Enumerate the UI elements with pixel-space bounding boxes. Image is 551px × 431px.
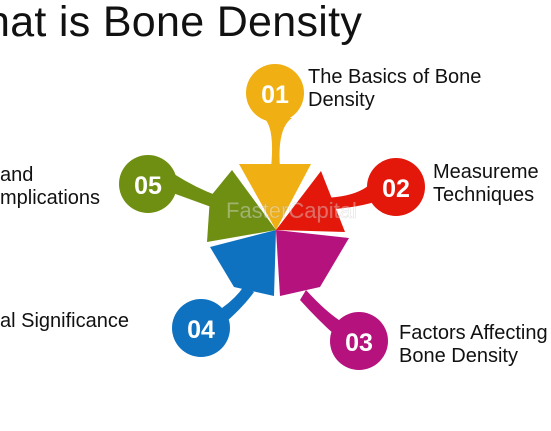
- circle-04: [172, 299, 230, 357]
- number-02: 02: [382, 175, 410, 203]
- page-title: hat is Bone Density: [0, 0, 363, 46]
- sector-02: [276, 171, 345, 232]
- item-04-badge: 04: [172, 299, 230, 357]
- label-04-line1: al Significance: [0, 310, 129, 332]
- label-05: and mplications: [0, 164, 100, 210]
- label-01-line2: Density: [308, 89, 375, 111]
- label-03: Factors Affecting Bone Density: [399, 322, 548, 368]
- label-03-line1: Factors Affecting: [399, 322, 548, 344]
- item-05-badge: 05: [119, 155, 177, 213]
- item-01-badge: 01: [246, 64, 304, 122]
- circle-05: [119, 155, 177, 213]
- label-04: al Significance: [0, 310, 129, 333]
- circle-03: [330, 312, 388, 370]
- sector-03: [276, 230, 349, 296]
- connector-02: [318, 180, 380, 210]
- number-05: 05: [134, 172, 162, 200]
- item-02-badge: 02: [367, 158, 425, 216]
- label-02: Measureme Techniques: [433, 161, 539, 207]
- sector-05: [207, 170, 276, 242]
- label-05-line1: and: [0, 164, 34, 186]
- connector-01: [264, 118, 292, 168]
- label-01: The Basics of Bone Density: [308, 66, 481, 112]
- number-03: 03: [345, 329, 373, 357]
- label-05-line2: mplications: [0, 187, 101, 209]
- circle-02: [367, 158, 425, 216]
- label-02-line2: Techniques: [433, 184, 535, 206]
- label-03-line2: Bone Density: [399, 345, 518, 367]
- item-03-badge: 03: [330, 312, 388, 370]
- connector-03: [300, 290, 342, 336]
- sector-01: [239, 164, 311, 230]
- label-02-line1: Measureme: [433, 161, 539, 183]
- sector-04: [210, 230, 276, 296]
- circle-01: [246, 64, 304, 122]
- connector-04: [222, 286, 254, 322]
- watermark-text: FasterCapital: [226, 198, 357, 223]
- connector-05: [170, 174, 218, 208]
- label-01-line1: The Basics of Bone: [308, 66, 482, 88]
- number-01: 01: [261, 81, 289, 109]
- number-04: 04: [187, 316, 215, 344]
